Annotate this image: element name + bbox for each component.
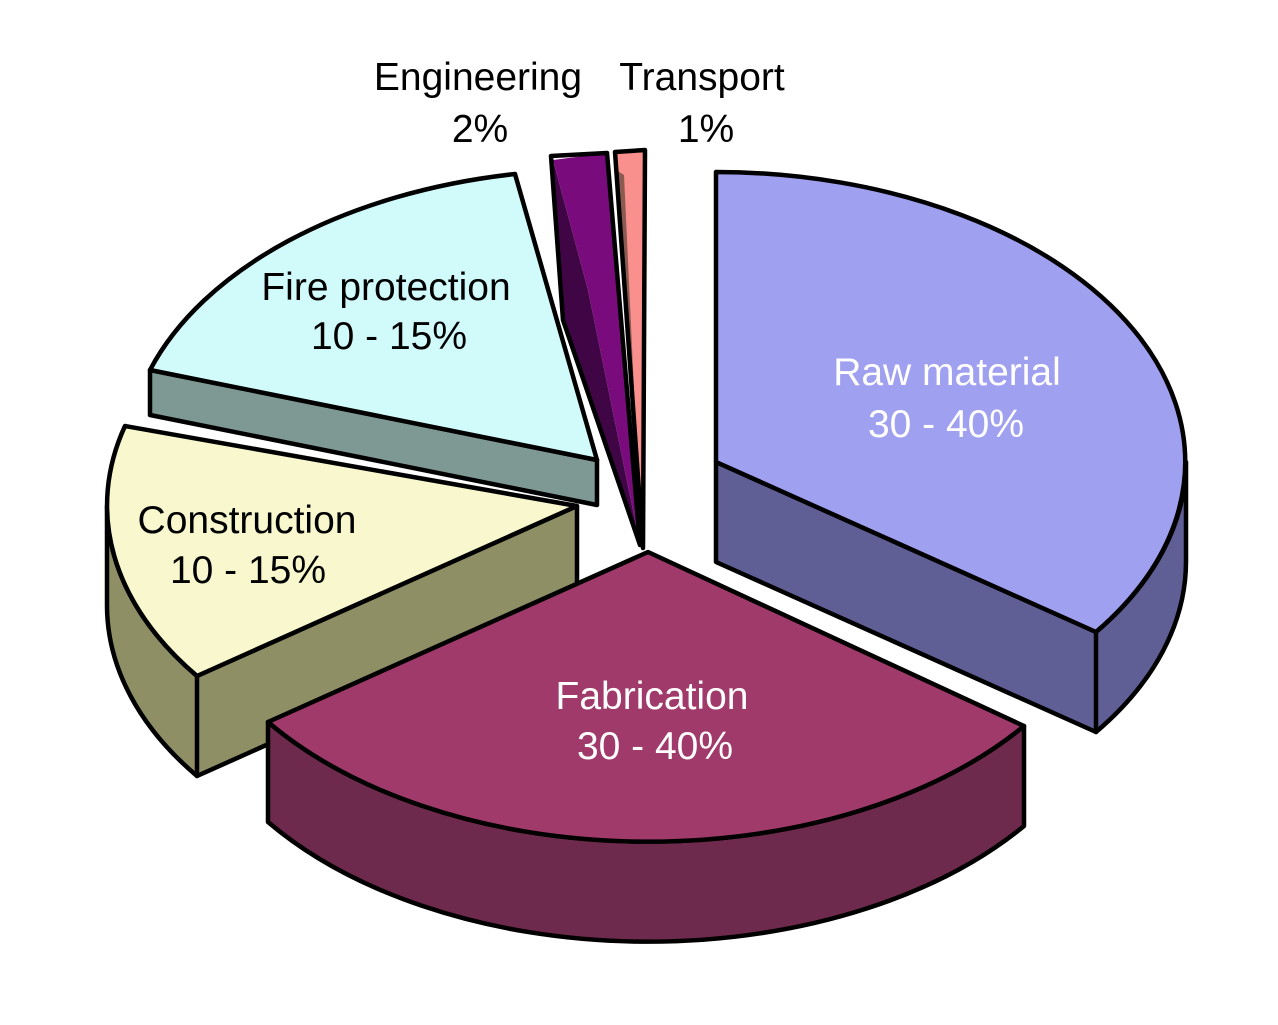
slice-fabrication-top	[265, 549, 1027, 844]
label-fire-protection: Fire protection	[261, 266, 510, 309]
label-raw-material: Raw material	[833, 351, 1061, 394]
slice-construction-top	[104, 423, 580, 679]
value-construction: 10 - 15%	[170, 549, 326, 592]
slice-engineering	[548, 150, 643, 548]
label-engineering: Engineering	[374, 56, 582, 99]
slice-construction	[104, 423, 580, 779]
slice-transport	[612, 147, 648, 551]
slice-raw-material	[713, 169, 1189, 735]
value-engineering: 2%	[452, 108, 508, 151]
value-transport: 1%	[678, 108, 734, 151]
label-construction: Construction	[138, 499, 357, 542]
slice-engineering-outline	[548, 150, 643, 548]
slice-labels: Engineering 2% Transport 1% Fire protect…	[138, 56, 1061, 768]
slice-transport-outline	[612, 147, 648, 551]
label-fabrication: Fabrication	[556, 675, 749, 718]
slice-fire-protection-top	[147, 171, 600, 463]
value-fabrication: 30 - 40%	[577, 725, 733, 768]
label-transport: Transport	[619, 56, 785, 99]
slice-engineering-side	[551, 156, 640, 545]
slice-raw-material-top	[713, 169, 1188, 635]
value-fire-protection: 10 - 15%	[311, 315, 467, 358]
slice-fire-protection	[147, 171, 600, 508]
value-raw-material: 30 - 40%	[868, 403, 1024, 446]
slice-fabrication	[265, 549, 1027, 944]
